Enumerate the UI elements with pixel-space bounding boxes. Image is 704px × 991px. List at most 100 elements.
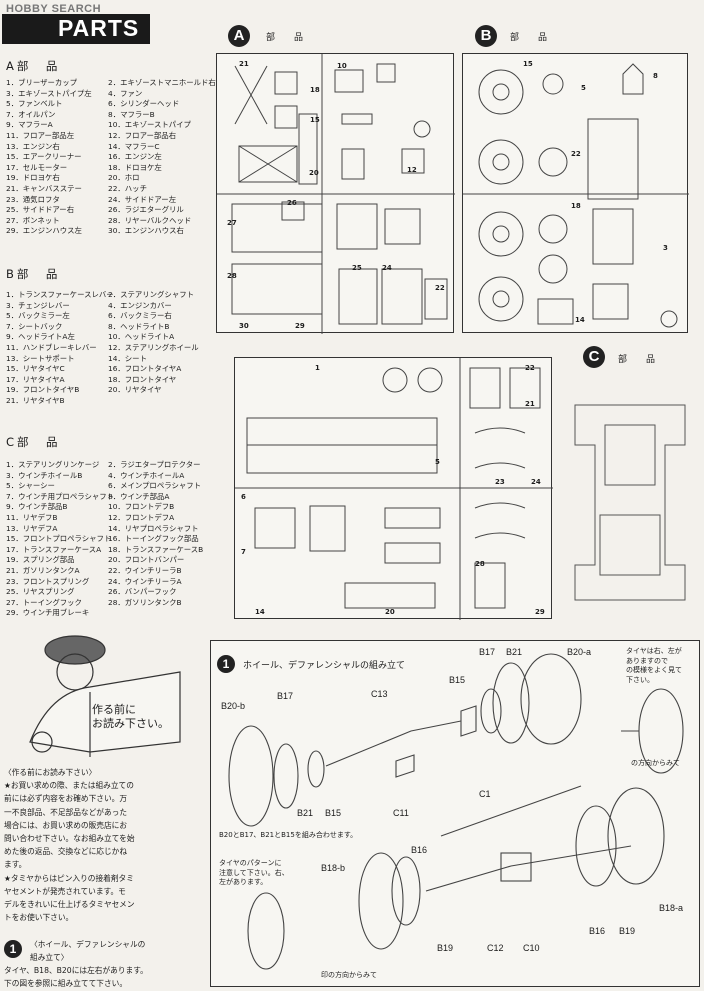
read-first-notice: 〈作る前にお読み下さい〉 ★お買い求めの際、または組み立ての前には必ず内容をお確… [4, 766, 204, 924]
part-list-item: 16．トーイングフック部品 [108, 534, 199, 544]
sprue-b-num-18: 18 [571, 202, 581, 210]
sprue-b-drawing [463, 63, 689, 328]
part-list-item: 3．チェンジレバー [6, 300, 70, 310]
bottom-line-1: タイヤ、B18、B20には左右があります。 [4, 966, 148, 975]
part-list-item: 20．ホロ [108, 173, 140, 183]
speech-line-1: 作る前に [92, 703, 136, 716]
part-list-item: 12．ステアリングホイール [108, 342, 199, 352]
part-list-item: 6．メインプロペラシャフト [108, 481, 202, 491]
sprue-a-drawing [217, 54, 455, 334]
part-list-item: 19．スプリング部品 [6, 555, 75, 565]
label-b15-left: B15 [325, 808, 342, 818]
sprue-a-num-30: 30 [239, 322, 249, 330]
part-list-item: 4．エンジンカバー [108, 300, 172, 310]
label-b20-b: B20-b [221, 701, 246, 711]
label-c11: C11 [393, 808, 409, 818]
sprue-c-num-7: 7 [241, 548, 246, 556]
part-list-item: 26．バンパーフック [108, 587, 177, 597]
note-tire-line-1: タイヤは右、左が [626, 647, 682, 655]
sprue-b-bu-hin: 部 品 [510, 33, 553, 43]
label-b18-a: B18-a [659, 903, 684, 913]
part-list-item: 16．エンジン左 [108, 152, 162, 162]
label-b17-left: B17 [277, 691, 294, 701]
bottom-heading-2: 組み立て〉 [30, 953, 69, 962]
watermark-text: HOBBY SEARCH [6, 3, 102, 15]
part-list-item: 7．シートバック [6, 321, 63, 331]
part-list-item: 9．マフラーA [6, 120, 53, 130]
read-first-line: トをお使い下さい。 [4, 913, 74, 923]
sprue-b-num-3: 3 [663, 244, 668, 252]
part-list-item: 14．シート [108, 353, 147, 363]
part-list-item: 18．フロントタイヤ [108, 374, 177, 384]
page-title: PARTS [58, 15, 140, 41]
sprue-b-num-14: 14 [575, 316, 585, 324]
label-b21-left: B21 [297, 808, 314, 818]
part-list-item: 22．ハッチ [108, 183, 147, 193]
part-list-item: 7．オイルパン [6, 109, 56, 119]
part-list-item: 25．リヤスプリング [6, 587, 75, 597]
part-list-item: 27．トーイングフック [6, 597, 82, 607]
part-list-item: 15．フロントプロペラシャフト [6, 534, 112, 544]
read-first-line: ヤセメントが発売されています。モ [4, 886, 126, 896]
speech-line-2: お読み下さい。 [92, 717, 169, 730]
part-list-item: 27．ボンネット [6, 215, 60, 225]
sprue-c-num-29: 29 [535, 608, 545, 616]
part-list-item: 26．ラジエターグリル [108, 205, 184, 215]
read-first-line: ます。 [4, 860, 27, 870]
sprue-c-num-28: 28 [475, 560, 485, 568]
note-pattern-line-1: タイヤのパターンに [219, 859, 282, 867]
part-list-item: 17．トランスファーケースA [6, 544, 102, 554]
part-list-item: 2．ステアリングシャフト [108, 290, 195, 299]
note-tire-line-3: の模様をよく見て [626, 666, 682, 674]
part-list-item: 6．バックミラー右 [108, 311, 172, 321]
part-list-item: 10．ヘッドライトA [108, 332, 175, 342]
part-list-item: 4．ウインチホイールA [108, 470, 185, 480]
sprue-b-frame: 15 5 8 22 18 14 3 [462, 53, 689, 333]
part-list-item: 29．エンジンハウス左 [6, 226, 82, 236]
part-list-item: 23．フロントスプリング [6, 576, 90, 586]
label-b20-a: B20-a [567, 647, 592, 657]
part-list-item: 24．サイドドアー左 [108, 194, 177, 204]
part-list-item: 6．シリンダーヘッド [108, 99, 180, 109]
sprue-a-num-22: 22 [435, 284, 445, 292]
sprue-c-num-6: 6 [241, 493, 246, 501]
part-list-item: 9．ヘッドライトA左 [6, 332, 75, 342]
bottom-note: 〈ホイール、デファレンシャルの 組み立て〉 タイヤ、B18、B20には左右があり… [4, 938, 209, 990]
read-first-line: 一不良部品、不足部品などがあった [4, 807, 128, 817]
label-b17-right: B17 [479, 647, 496, 657]
part-list-item: 22．ウインチリーラB [108, 565, 182, 575]
label-b21-right: B21 [506, 647, 523, 657]
part-list-item: 2．ラジエタープロテクター [108, 460, 201, 469]
note-pattern-line-3: 左があります。 [219, 878, 268, 886]
label-b15-right: B15 [449, 675, 466, 685]
part-list-item: 19．ドロヨケ右 [6, 173, 60, 183]
chassis-sketch [574, 404, 686, 601]
step1-drawing [228, 653, 684, 970]
part-list-item: 9．ウインチ部品B [6, 502, 68, 512]
sprue-c-num-23: 23 [495, 478, 505, 486]
speech-bubble: 作る前に お読み下さい。 [92, 703, 169, 731]
part-list-item: 11．リヤデフB [6, 512, 58, 522]
part-list-item: 13．シートサポート [6, 353, 75, 363]
read-first-heading: 〈作る前にお読み下さい〉 [4, 768, 97, 777]
part-list-item: 30．エンジンハウス右 [108, 226, 184, 236]
part-list-item: 12．フロアー部品右 [108, 130, 177, 140]
label-c13: C13 [371, 689, 388, 699]
section-b-title: B部 品 [6, 267, 61, 281]
part-list-item: 14．リヤプロペラシャフト [108, 523, 199, 533]
part-list-item: 10．フロントデフB [108, 502, 175, 512]
part-list-item: 1．ステアリングリンケージ [6, 460, 100, 469]
part-list-item: 11．フロアー部品左 [6, 130, 75, 140]
part-list-item: 12．フロントデフA [108, 512, 175, 522]
sprue-b-num-8: 8 [653, 72, 658, 80]
part-list-item: 21．ガソリンタンクA [6, 565, 80, 575]
part-list-item: 20．フロントバンパー [108, 555, 185, 565]
sprue-c-drawing [235, 358, 553, 620]
part-list-item: 15．エアークリーナー [6, 152, 82, 162]
sprue-a-num-29: 29 [295, 322, 305, 330]
part-list-item: 15．リヤタイヤC [6, 364, 65, 374]
read-first-line: 問い合わせ下さい。なお組み立てを始 [4, 834, 135, 844]
